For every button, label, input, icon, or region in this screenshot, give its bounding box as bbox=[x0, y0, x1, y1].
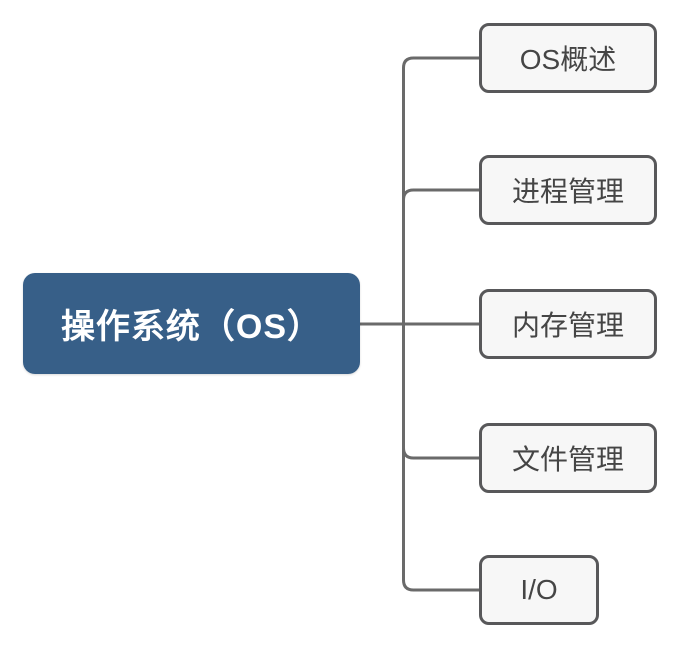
child-node-label: 内存管理 bbox=[511, 310, 624, 341]
child-node-label: 进程管理 bbox=[511, 176, 624, 207]
child-node-memory-management: 内存管理 bbox=[479, 289, 657, 359]
child-node-process-management: 进程管理 bbox=[479, 155, 657, 225]
child-node-os-overview: OS概述 bbox=[479, 23, 657, 93]
child-node-file-management: 文件管理 bbox=[479, 423, 657, 493]
root-node-operating-system: 操作系统（OS） bbox=[23, 273, 360, 374]
connector-branch-file bbox=[402, 446, 481, 460]
child-node-label: I/O bbox=[520, 574, 558, 605]
child-node-label: OS概述 bbox=[519, 44, 617, 75]
connector-branch-process bbox=[402, 188, 481, 202]
connector-spine-top-bottom bbox=[402, 56, 481, 592]
child-node-io: I/O bbox=[479, 555, 599, 625]
child-node-label: 文件管理 bbox=[511, 444, 624, 475]
root-node-label: 操作系统（OS） bbox=[60, 308, 323, 346]
